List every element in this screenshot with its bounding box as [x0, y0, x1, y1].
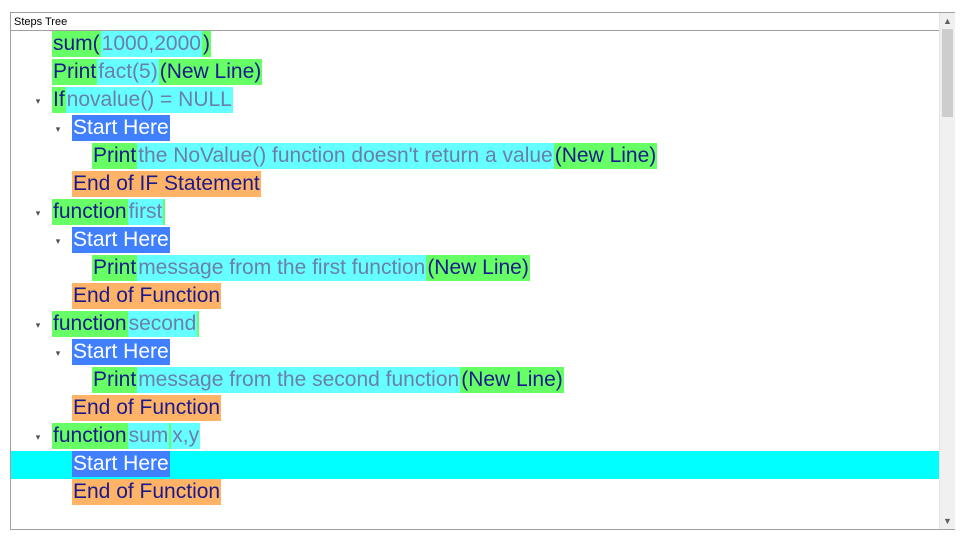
step-content: End of IF Statement	[72, 171, 261, 199]
step-token-green: (New Line)	[460, 367, 564, 393]
step-content: Start Here	[72, 227, 170, 255]
step-token-cyan: novalue() = NULL	[65, 87, 233, 113]
step-token-green: (New Line)	[158, 59, 263, 85]
step-token-green: function	[52, 199, 128, 225]
step-token-orange: End of Function	[72, 479, 222, 505]
step-token-green: Print	[92, 143, 138, 169]
step-token-green: Print	[92, 367, 138, 393]
step-token-green	[163, 199, 166, 225]
step-token-cyan: message from the second function	[137, 367, 461, 393]
step-content: Start Here	[72, 339, 170, 367]
step-content: Start Here	[72, 451, 170, 479]
scroll-down-icon[interactable]: ▼	[943, 516, 952, 526]
expand-toggle-icon[interactable]: ▾	[35, 320, 41, 330]
scroll-up-icon[interactable]: ▲	[943, 16, 952, 26]
step-token-cyan: message from the first function	[137, 255, 427, 281]
step-token-green: sum(	[52, 31, 101, 57]
step-token-cyan: the NoValue() function doesn't return a …	[137, 143, 554, 169]
expand-toggle-icon[interactable]: ▾	[35, 208, 41, 218]
tree-node[interactable]: End of Function	[11, 479, 939, 507]
tree-node[interactable]: ▾ Start Here	[11, 227, 939, 255]
step-token-green	[169, 423, 172, 449]
expand-toggle-icon[interactable]: ▾	[35, 432, 41, 442]
step-content: End of Function	[72, 479, 222, 507]
step-token-blue: Start Here	[72, 115, 170, 141]
panel-header: Steps Tree	[11, 13, 939, 31]
step-token-green	[197, 311, 200, 337]
expand-toggle-icon[interactable]: ▾	[35, 96, 41, 106]
step-content: Start Here	[72, 115, 170, 143]
step-token-cyan: sum	[127, 423, 170, 449]
step-token-blue: Start Here	[72, 339, 170, 365]
tree-node[interactable]: End of IF Statement	[11, 171, 939, 199]
step-content: sum(1000,2000)	[52, 31, 211, 59]
step-token-cyan: fact(5)	[97, 59, 159, 85]
step-token-green: )	[201, 31, 211, 57]
expand-toggle-icon[interactable]: ▾	[55, 124, 61, 134]
step-token-green: If	[52, 87, 66, 113]
step-token-green: function	[52, 423, 128, 449]
tree-node[interactable]: ▾ Start Here	[11, 115, 939, 143]
step-token-blue: Start Here	[72, 227, 170, 253]
expand-toggle-icon[interactable]: ▾	[55, 348, 61, 358]
step-token-cyan: first	[127, 199, 164, 225]
tree-node[interactable]: sum(1000,2000)	[11, 31, 939, 59]
step-token-cyan: second	[127, 311, 198, 337]
expand-toggle-icon[interactable]: ▾	[55, 236, 61, 246]
tree-node[interactable]: End of Function	[11, 395, 939, 423]
step-token-green: Print	[52, 59, 98, 85]
step-token-cyan: 1000,2000	[100, 31, 202, 57]
panel-title: Steps Tree	[14, 16, 68, 28]
step-token-green: (New Line)	[426, 255, 530, 281]
step-token-blue: Start Here	[72, 451, 170, 477]
step-content: End of Function	[72, 395, 222, 423]
step-token-green: Print	[92, 255, 138, 281]
step-content: End of Function	[72, 283, 222, 311]
step-token-orange: End of IF Statement	[72, 171, 261, 197]
scrollbar-thumb[interactable]	[942, 29, 953, 117]
step-token-green: function	[52, 311, 128, 337]
step-token-orange: End of Function	[72, 283, 222, 309]
step-token-cyan: x,y	[171, 423, 201, 449]
tree-node[interactable]: End of Function	[11, 283, 939, 311]
step-token-green: (New Line)	[553, 143, 658, 169]
vertical-scrollbar[interactable]: ▲ ▼	[939, 13, 955, 529]
tree-node[interactable]: ▾ Start Here	[11, 339, 939, 367]
step-token-orange: End of Function	[72, 395, 222, 421]
tree-node[interactable]: Start Here	[11, 451, 939, 479]
